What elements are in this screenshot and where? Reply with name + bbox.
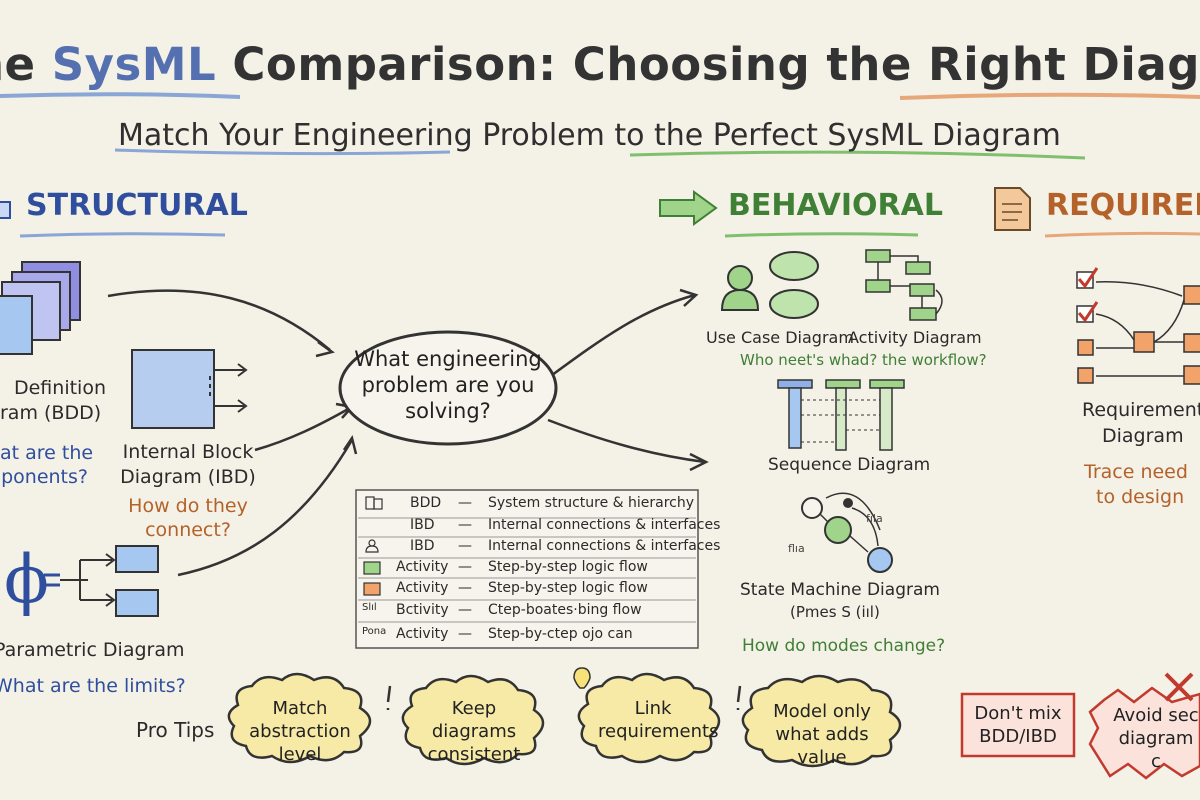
tip-model-value: Model only what adds value — [773, 701, 871, 768]
bdd-question-line2: ponents? — [1, 466, 88, 488]
text-icon: Pona — [362, 626, 387, 637]
ibd-question-line1: How do they — [128, 495, 248, 517]
table-row-desc: Step-by-step logic flow — [488, 580, 648, 596]
document-icon — [994, 187, 1031, 231]
state-machine-sub: (Pmes S (iıl) — [790, 603, 880, 621]
requirement-question-line1: Trace need — [1084, 461, 1188, 483]
tip-abstraction: Match abstraction level — [249, 698, 351, 765]
table-row-desc: Internal connections & interfaces — [488, 538, 721, 554]
bdd-question-line1: at are the — [0, 442, 94, 464]
requirements-underline — [1044, 231, 1200, 238]
warning-dont-mix: Don't mix BDD/IBD — [974, 703, 1062, 747]
phi-icon: ϕ — [4, 541, 49, 618]
title-underline-orange — [899, 92, 1200, 100]
parametric-label: Parametric Diagram — [0, 639, 185, 661]
bdd-stack-icon — [0, 261, 81, 355]
table-row-abbr: Activity — [396, 559, 449, 575]
activity-label: Activity Diagram — [848, 328, 982, 347]
table-row-dash: — — [458, 538, 472, 554]
requirement-question-line2: to design — [1096, 486, 1185, 508]
table-row-abbr: IBD — [410, 538, 435, 554]
state-glyph-2: flıa — [788, 542, 805, 555]
use-case-icon — [720, 251, 819, 319]
parametric-question: What are the limits? — [0, 675, 186, 697]
table-row-abbr: BDD — [410, 495, 442, 511]
table-row-dash: — — [458, 626, 472, 642]
ibd-label-line2: Diagram (IBD) — [120, 466, 256, 488]
table-row-dash: — — [458, 495, 472, 511]
table-row-abbr: Activity — [396, 580, 449, 596]
center-question-line3: solving? — [405, 399, 491, 423]
section-requirements: REQUIREM — [1046, 188, 1200, 223]
subtitle-underline-blue — [114, 148, 451, 156]
table-row-desc: Step-by-ctep ojo can — [488, 626, 633, 642]
activity-icon — [865, 249, 943, 321]
page-title: he SysML Comparison: Choosing the Right … — [0, 38, 1200, 91]
structural-icon — [0, 201, 11, 219]
center-question-line2: problem are you — [361, 373, 535, 397]
requirement-label-line2: Diagram — [1102, 425, 1184, 447]
grid-icon: Slıl — [362, 602, 377, 613]
center-question-line1: What engineering — [354, 347, 542, 371]
pro-tips-label: Pro Tips — [136, 718, 215, 742]
title-accent: SysML — [51, 38, 217, 91]
tip-clouds — [227, 667, 902, 768]
behavioral-underline — [724, 232, 919, 238]
bdd-label-line2: ram (BDD) — [0, 402, 102, 424]
table-row-dash: — — [458, 602, 472, 618]
sequence-label: Sequence Diagram — [768, 455, 931, 475]
table-row-dash: — — [458, 580, 472, 596]
table-row-abbr: IBD — [410, 517, 435, 533]
use-activity-question: Who neet's whad? the workflow? — [740, 351, 987, 369]
arrow-right-icon — [659, 190, 718, 226]
table-icons — [363, 496, 383, 596]
center-question-bubble — [338, 330, 558, 446]
ibd-label-line1: Internal Block — [122, 441, 254, 463]
tip-link-requirements: Link requirements — [598, 698, 719, 742]
warning-avoid: Avoid sec diagram c — [1113, 705, 1199, 772]
table-row-abbr: Bctivity — [396, 602, 449, 618]
table-row-desc: Internal connections & interfaces — [488, 517, 721, 533]
table-row-dash: — — [458, 517, 472, 533]
tip-consistent: Keep diagrams consistent — [427, 698, 521, 765]
ibd-question-line2: connect? — [145, 519, 231, 541]
table-row-abbr: Activity — [396, 626, 449, 642]
parametric-icon — [44, 545, 159, 617]
sequence-icon — [777, 379, 905, 451]
use-case-label: Use Case Diagram — [706, 328, 854, 347]
section-structural: STRUCTURAL — [26, 188, 248, 223]
table-row-desc: Step-by-step logic flow — [488, 559, 648, 575]
table-row-desc: Ctep-boates·bing flow — [488, 602, 642, 618]
state-question: How do modes change? — [742, 636, 946, 656]
table-row-dash: — — [458, 559, 472, 575]
state-machine-icon — [801, 492, 893, 573]
warning-boxes — [960, 672, 1200, 780]
subtitle-underline-green — [629, 150, 1086, 160]
table-row-desc: System structure & hierarchy — [488, 495, 695, 511]
structural-underline — [19, 232, 226, 238]
ibd-block-icon — [131, 349, 248, 429]
flow-arrows — [107, 288, 709, 577]
section-behavioral: BEHAVIORAL — [728, 188, 943, 223]
requirement-label-line1: Requirement — [1082, 399, 1200, 421]
state-machine-label: State Machine Diagram — [740, 580, 940, 600]
title-underline-blue — [0, 92, 241, 99]
requirement-diagram-icon — [1076, 267, 1200, 385]
state-glyph-1: fıla — [866, 512, 883, 525]
legend-table-frame — [355, 489, 699, 649]
page-subtitle: Match Your Engineering Problem to the Pe… — [118, 118, 1061, 153]
bdd-label-line1: Definition — [13, 377, 106, 399]
